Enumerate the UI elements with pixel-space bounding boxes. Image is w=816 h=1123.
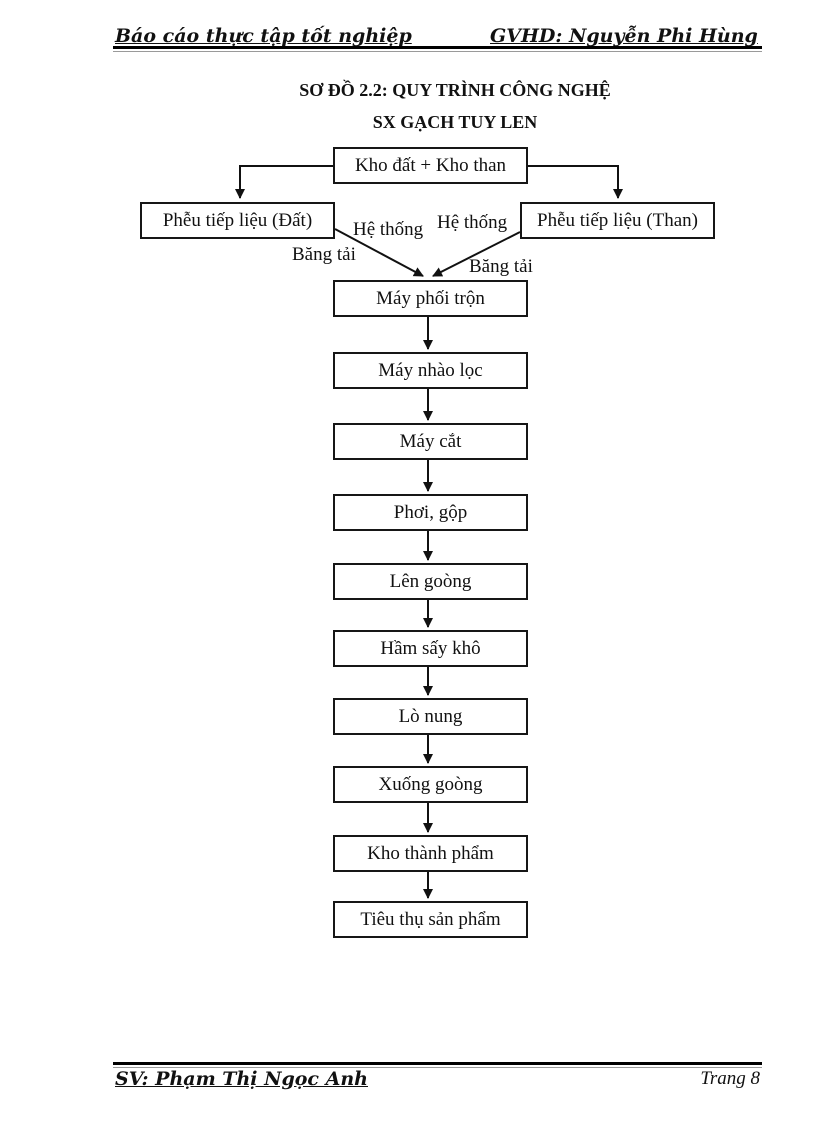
flow-node-drying-stack: Phơi, gộp (333, 494, 528, 531)
flow-node-kiln: Lò nung (333, 698, 528, 735)
flow-node-sales: Tiêu thụ sản phẩm (333, 901, 528, 938)
footer-rule (113, 1062, 762, 1065)
footer-student-name: SV: Phạm Thị Ngọc Anh (115, 1068, 368, 1090)
flow-node-unload-cart: Xuống goòng (333, 766, 528, 803)
flow-node-hopper-soil: Phễu tiếp liệu (Đất) (140, 202, 335, 239)
edge-label-left-system: Hệ thống (353, 219, 424, 240)
flow-node-hopper-coal: Phễu tiếp liệu (Than) (520, 202, 715, 239)
flow-node-dry-tunnel: Hầm sấy khô (333, 630, 528, 667)
diagram-title: SƠ ĐỒ 2.2: QUY TRÌNH CÔNG NGHỆ SX GẠCH T… (95, 74, 815, 138)
edge-label-right-conveyor: Băng tải (469, 256, 533, 277)
header-rule-shadow (113, 51, 762, 52)
flow-node-kneader: Máy nhào lọc (333, 352, 528, 389)
diagram-title-line2: SX GẠCH TUY LEN (372, 112, 538, 132)
footer-page-number: Trang 8 (700, 1068, 760, 1089)
flow-node-mixer: Máy phối trộn (333, 280, 528, 317)
arrow-source-to-right (528, 165, 623, 199)
flow-node-load-cart: Lên goòng (333, 563, 528, 600)
edge-label-left-conveyor: Băng tải (292, 244, 356, 265)
edge-label-right-system: Hệ thống (437, 212, 508, 233)
flow-node-cutter: Máy cắt (333, 423, 528, 460)
footer-rule-shadow (113, 1067, 762, 1068)
header-supervisor: GVHD: Nguyễn Phi Hùng (490, 25, 758, 47)
header-report-title: Báo cáo thực tập tốt nghiệp (115, 25, 412, 47)
header-rule (113, 46, 762, 49)
flow-node-finished-store: Kho thành phẩm (333, 835, 528, 872)
diagram-title-line1: SƠ ĐỒ 2.2: QUY TRÌNH CÔNG NGHỆ (299, 80, 611, 100)
flow-node-source: Kho đất + Kho than (333, 147, 528, 184)
arrow-source-to-left (235, 165, 333, 199)
